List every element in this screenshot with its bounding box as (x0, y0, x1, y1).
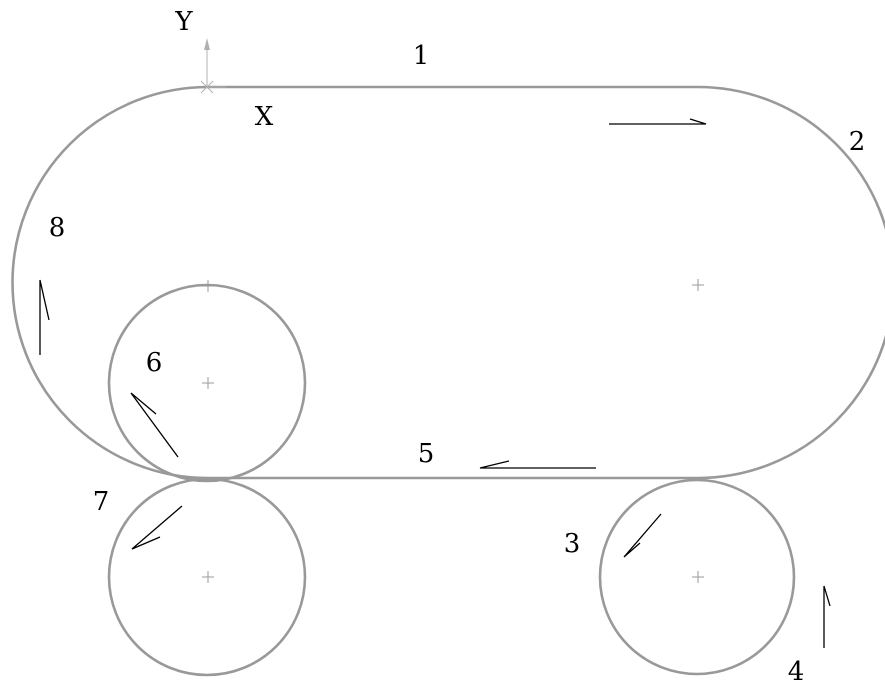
center-marks (202, 279, 704, 583)
pulley-3-circle (598, 478, 796, 676)
segment-label-7: 7 (93, 487, 110, 517)
coordinate-axes (200, 38, 226, 94)
arrow-segment-6 (130, 392, 179, 458)
belt-loop-outline (11, 85, 885, 480)
pulley-7-circle (107, 477, 307, 677)
segment-label-2: 2 (849, 127, 866, 157)
center-mark-pulley-7 (202, 571, 214, 583)
center-mark-large-arc (692, 279, 704, 291)
arrow-segment-5 (479, 460, 596, 469)
direction-arrows (39, 118, 831, 648)
y-axis-label: Y (174, 7, 193, 37)
segment-label-6: 6 (146, 348, 163, 378)
arrow-segment-8 (39, 279, 50, 355)
segment-label-8: 8 (49, 213, 66, 243)
pulley-6-circle (107, 283, 307, 483)
y-axis-arrowhead (204, 38, 210, 50)
center-mark-pulley-6 (202, 377, 214, 389)
segment-label-4: 4 (788, 657, 805, 684)
arrow-segment-1 (609, 118, 707, 125)
arrow-segment-7 (131, 505, 183, 550)
arrow-segment-3 (623, 513, 662, 558)
center-mark-pulley-3 (692, 571, 704, 583)
center-mark-pulley-6-top (202, 280, 214, 292)
origin-marker (200, 80, 214, 94)
segment-label-5: 5 (418, 439, 435, 469)
segment-label-3: 3 (564, 529, 581, 559)
arrow-segment-4 (823, 585, 831, 648)
segment-label-1: 1 (413, 41, 430, 71)
x-axis-label: X (255, 102, 274, 132)
